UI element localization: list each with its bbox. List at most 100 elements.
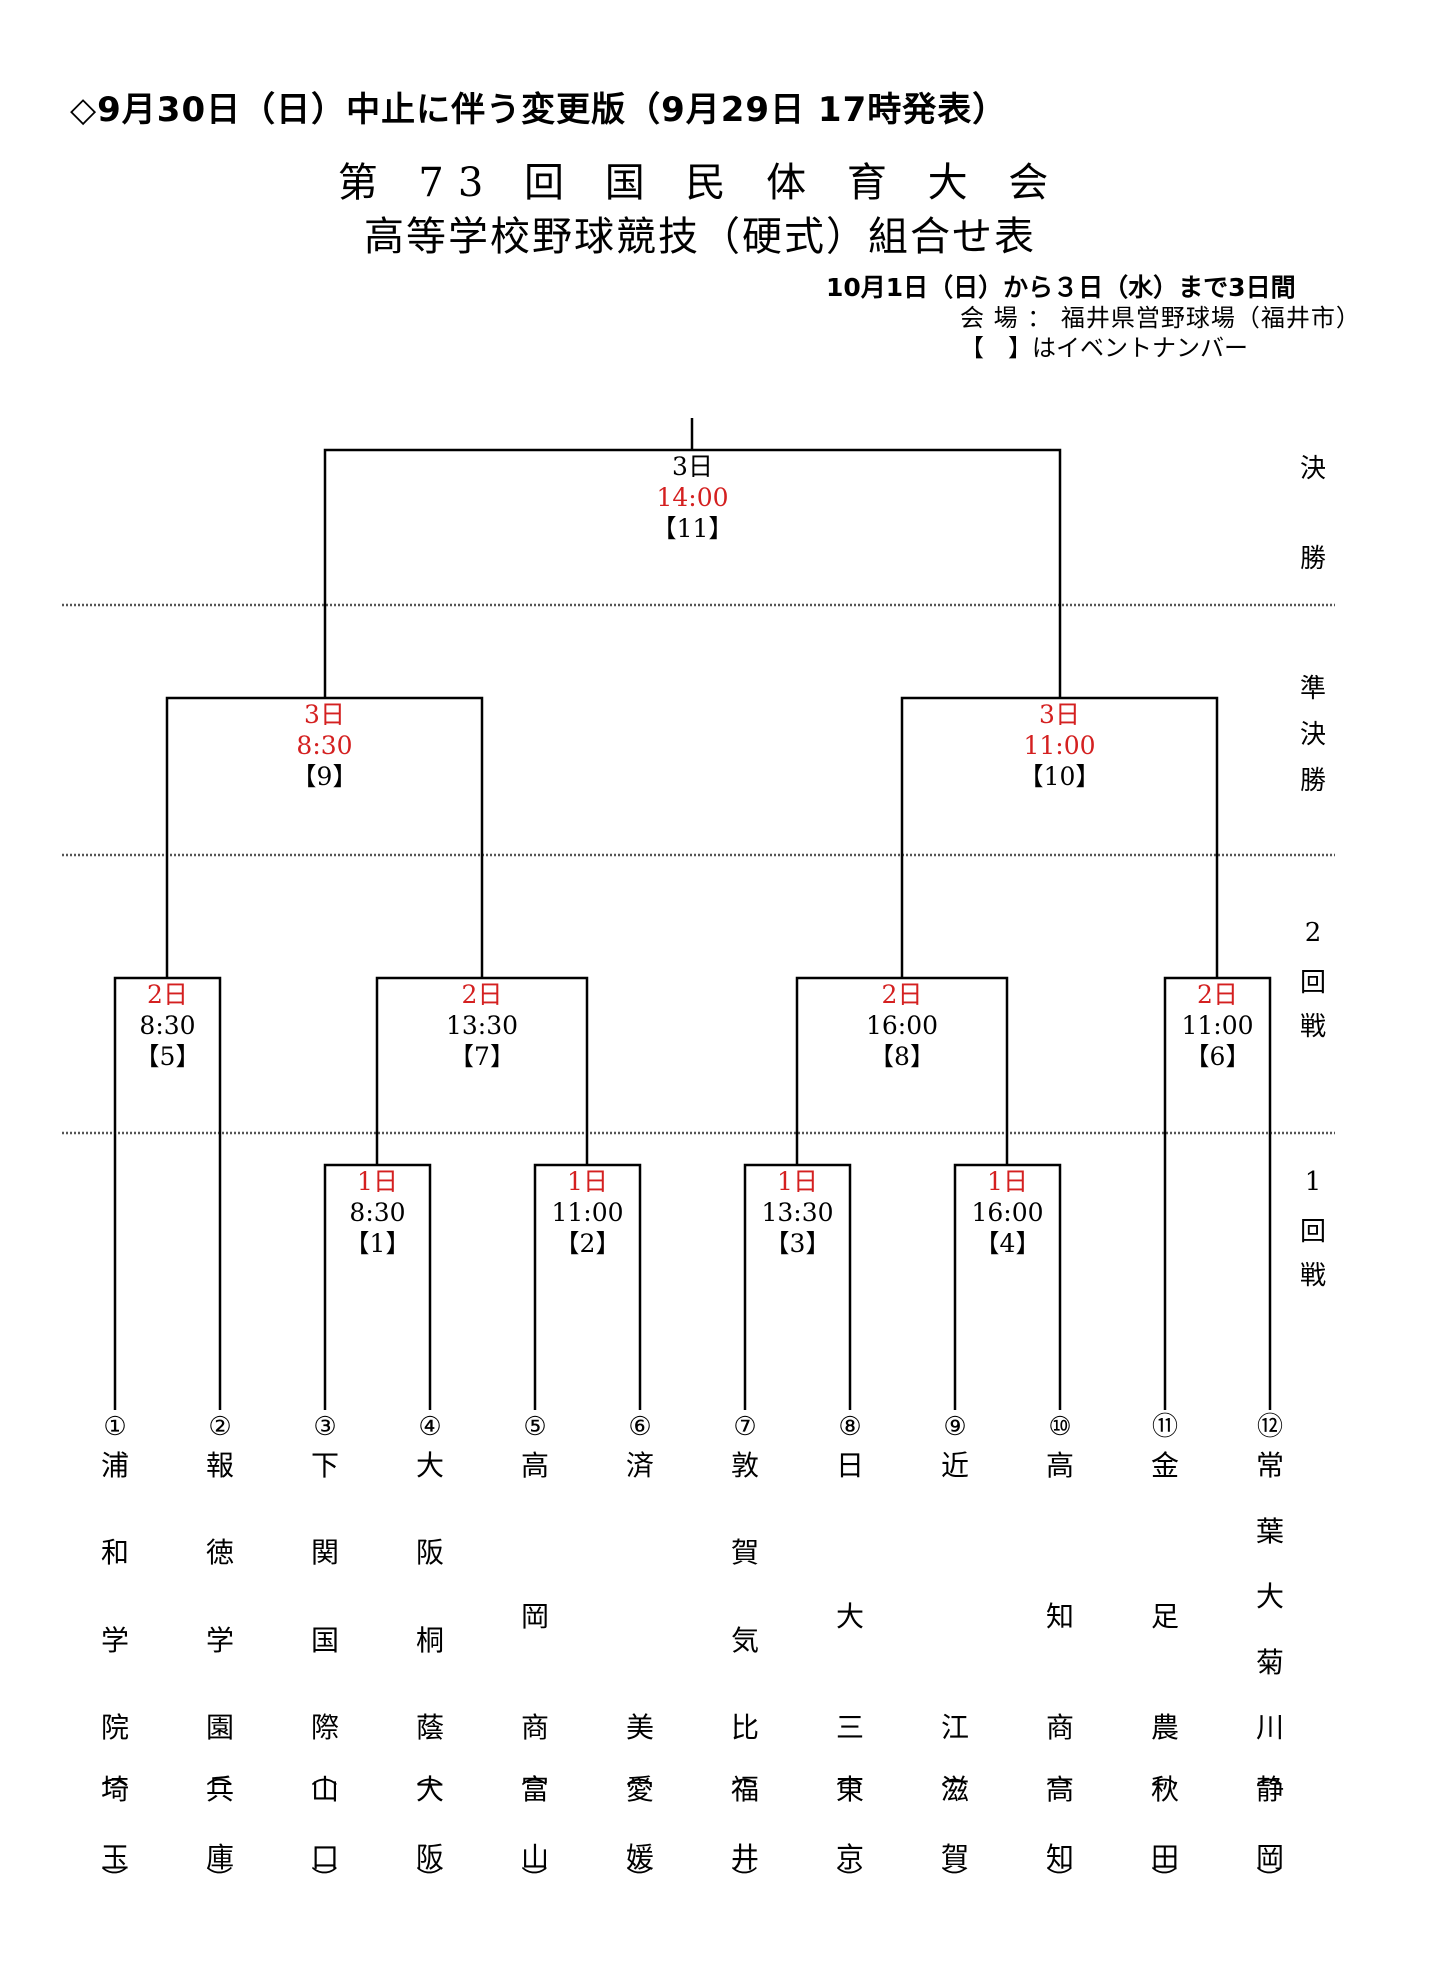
team-8-pref-char-3: 京: [835, 1841, 864, 1874]
round-label-semi-char-2: 決: [1299, 720, 1326, 750]
match-6-day: 2日: [1197, 980, 1238, 1009]
team-12-pref-char-4: ）: [1252, 1865, 1283, 1892]
team-1-name-char-2: 和: [100, 1536, 129, 1570]
match-1-day: 1日: [357, 1167, 398, 1196]
team-10-number: ⑩: [1048, 1412, 1072, 1442]
match-9-day: 3日: [304, 700, 345, 729]
team-2-pref-char-3: 庫: [205, 1841, 234, 1874]
team-12-name-char-5: 川: [1255, 1711, 1284, 1744]
team-6-name-char-2: 美: [625, 1711, 654, 1744]
round-label-r2-char-2: 回: [1299, 968, 1326, 998]
team-3-name-char-4: 際: [310, 1711, 339, 1744]
team-11-pref-char-2: 秋: [1150, 1773, 1179, 1806]
match-1-time: 8:30: [349, 1198, 405, 1227]
team-9-name-char-2: 江: [940, 1711, 969, 1744]
match-3-time: 13:30: [761, 1198, 833, 1227]
team-10-name-char-2: 知: [1045, 1600, 1074, 1633]
team-11-name-char-3: 農: [1150, 1711, 1179, 1744]
team-7-name-char-3: 気: [730, 1623, 759, 1657]
round-label-r1-char-1: 1: [1304, 1167, 1322, 1197]
match-4-event-number: 【4】: [975, 1229, 1041, 1258]
team-9-number: ⑨: [943, 1412, 967, 1442]
match-2-day: 1日: [567, 1167, 608, 1196]
match-2-time: 11:00: [551, 1198, 623, 1227]
match-10-day: 3日: [1039, 700, 1080, 729]
match-6-time: 11:00: [1181, 1011, 1253, 1040]
team-5-name-char-1: 高: [520, 1449, 549, 1482]
match-7-time: 13:30: [446, 1011, 518, 1040]
team-4-pref-char-3: 阪: [415, 1841, 444, 1874]
team-7-pref-char-3: 井: [730, 1841, 759, 1874]
round-label-r2-char-1: 2: [1304, 918, 1322, 948]
team-11-name-char-2: 足: [1150, 1600, 1179, 1633]
round-label-final-char-1: 決: [1299, 454, 1326, 484]
team-10-pref-char-2: 高: [1045, 1773, 1074, 1806]
match-4-day: 1日: [987, 1167, 1028, 1196]
team-6-number: ⑥: [628, 1412, 652, 1442]
team-7-name-char-4: 比: [730, 1711, 759, 1744]
team-11-pref-char-4: ）: [1147, 1865, 1178, 1892]
match-8-day: 2日: [882, 980, 923, 1009]
match-3-day: 1日: [777, 1167, 818, 1196]
team-10-name-char-1: 高: [1045, 1449, 1074, 1482]
team-3-pref-char-4: ）: [307, 1865, 338, 1892]
team-4-pref-char-4: ）: [412, 1865, 443, 1892]
team-3-number: ③: [313, 1412, 337, 1442]
team-8-name-char-1: 日: [835, 1449, 864, 1482]
round-label-semi-char-1: 準: [1299, 674, 1326, 704]
team-4-name-char-4: 蔭: [415, 1711, 444, 1744]
team-3-name-char-3: 国: [310, 1623, 339, 1657]
round-label-r1-char-3: 戦: [1299, 1261, 1326, 1291]
team-2-pref-char-2: 兵: [205, 1773, 234, 1806]
team-2-name-char-4: 園: [205, 1711, 234, 1744]
team-11-number: ⑪: [1151, 1412, 1178, 1442]
team-5-pref-char-2: 富: [520, 1773, 549, 1806]
match-8-event-number: 【8】: [869, 1042, 935, 1071]
team-4-name-char-3: 桐: [415, 1623, 444, 1657]
match-7-day: 2日: [462, 980, 503, 1009]
round-label-r2-char-3: 戦: [1299, 1012, 1326, 1042]
team-9-pref-char-4: ）: [937, 1865, 968, 1892]
team-12-pref-char-2: 静: [1255, 1773, 1284, 1806]
team-8-name-char-2: 大: [835, 1600, 864, 1633]
team-8-pref-char-4: ）: [832, 1865, 863, 1892]
match-7-event-number: 【7】: [449, 1042, 515, 1071]
team-9-pref-char-2: 滋: [940, 1773, 969, 1806]
team-3-pref-char-3: 口: [310, 1841, 339, 1874]
team-3-name-char-1: 下: [310, 1449, 339, 1482]
round-label-semi-char-3: 勝: [1299, 766, 1326, 796]
tournament-venue: 会 場 ： 福井県営野球場（福井市）: [960, 304, 1361, 332]
tournament-title: 第 73 回 国 民 体 育 大 会: [337, 160, 1063, 206]
team-5-pref-char-3: 山: [520, 1841, 549, 1874]
team-1-number: ①: [103, 1412, 127, 1442]
team-5-name-char-2: 岡: [520, 1600, 549, 1633]
team-11-name-char-1: 金: [1150, 1449, 1179, 1482]
team-12-pref-char-3: 岡: [1255, 1841, 1284, 1874]
team-10-pref-char-3: 知: [1045, 1841, 1074, 1874]
match-11-day: 3日: [672, 452, 713, 481]
match-4-time: 16:00: [971, 1198, 1043, 1227]
team-4-name-char-2: 阪: [415, 1536, 444, 1570]
match-10-time: 11:00: [1023, 731, 1095, 760]
team-6-name-char-1: 済: [625, 1449, 654, 1482]
match-9-time: 8:30: [296, 731, 352, 760]
team-7-pref-char-4: ）: [727, 1865, 758, 1892]
match-5-day: 2日: [147, 980, 188, 1009]
team-9-pref-char-3: 賀: [940, 1841, 969, 1874]
round-label-r1-char-2: 回: [1299, 1217, 1326, 1247]
team-6-pref-char-4: ）: [622, 1865, 653, 1892]
team-12-name-char-4: 菊: [1255, 1645, 1284, 1679]
team-10-pref-char-4: ）: [1042, 1865, 1073, 1892]
team-7-number: ⑦: [733, 1412, 757, 1442]
team-6-pref-char-2: 愛: [625, 1773, 654, 1806]
team-12-name-char-3: 大: [1255, 1580, 1284, 1613]
match-5-time: 8:30: [139, 1011, 195, 1040]
team-8-number: ⑧: [838, 1412, 862, 1442]
team-9-name-char-1: 近: [940, 1449, 969, 1482]
team-5-name-char-3: 商: [520, 1711, 549, 1744]
match-6-event-number: 【6】: [1185, 1042, 1251, 1071]
team-7-name-char-1: 敦: [730, 1449, 759, 1482]
team-3-name-char-2: 関: [310, 1536, 339, 1570]
match-11-event-number: 【11】: [652, 514, 734, 543]
